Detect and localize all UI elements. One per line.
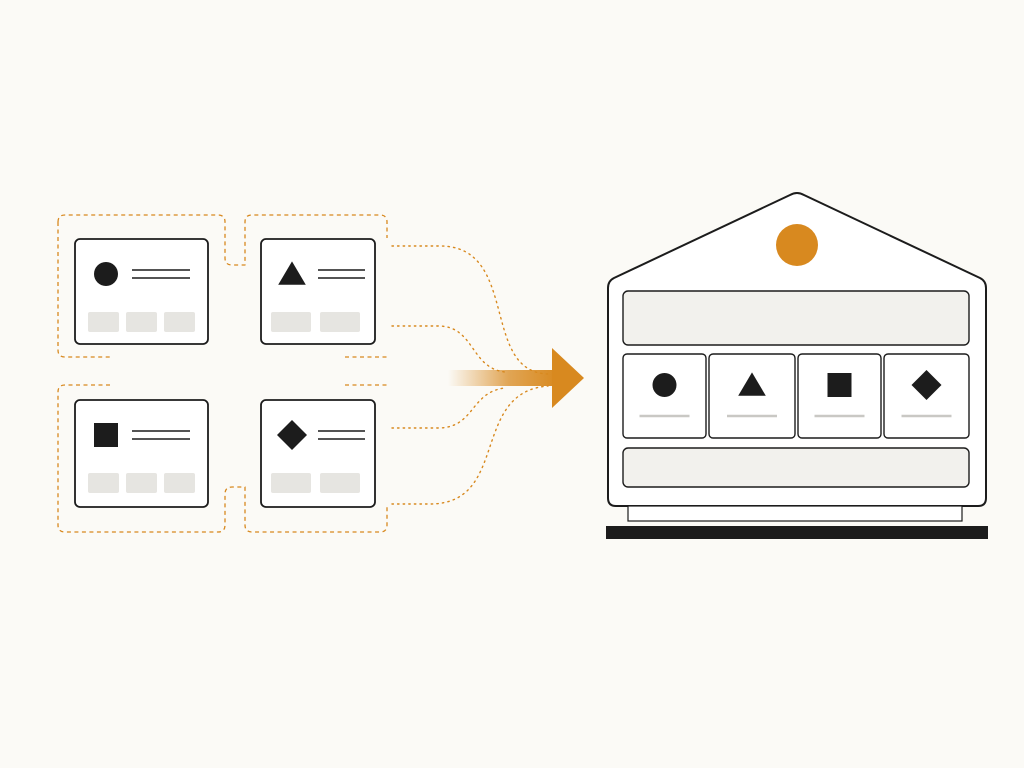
source-card-triangle <box>260 238 376 345</box>
dashed-grouping-outlines <box>57 214 388 533</box>
dotted-connector-3 <box>391 387 506 429</box>
diamond-icon <box>277 420 307 450</box>
target-hub <box>606 192 988 539</box>
card-placeholder-block <box>126 473 157 493</box>
arrow-shaft <box>448 370 558 386</box>
card-placeholder-block <box>320 312 360 332</box>
card-placeholder-block <box>271 312 311 332</box>
accent-dot <box>776 224 818 266</box>
dashed-outline-1 <box>57 214 388 266</box>
hub-tile-triangle <box>708 353 796 439</box>
tile-frame <box>708 353 796 439</box>
card-placeholder-block <box>88 473 119 493</box>
card-placeholder-block <box>271 473 311 493</box>
diamond-icon <box>911 370 942 400</box>
dotted-connector-1 <box>391 245 549 375</box>
card-placeholder-block <box>88 312 119 332</box>
hub-base-plinth <box>627 505 963 522</box>
card-placeholder-block <box>164 473 195 493</box>
dashed-outline-5 <box>57 384 388 533</box>
card-placeholder-block <box>126 312 157 332</box>
square-icon <box>94 423 118 447</box>
card-placeholder-block <box>320 473 360 493</box>
arrow-head <box>552 348 584 408</box>
hub-tile-square <box>797 353 882 439</box>
merge-arrow <box>448 348 584 408</box>
hub-header-bar <box>622 290 970 346</box>
triangle-icon <box>738 372 766 396</box>
dotted-connector-2 <box>391 325 506 373</box>
hub-tile-circle <box>622 353 707 439</box>
circle-icon <box>652 373 677 397</box>
card-placeholder-block <box>164 312 195 332</box>
dotted-connector-4 <box>391 385 549 505</box>
hub-footer-bar <box>622 447 970 488</box>
source-card-diamond <box>260 399 376 508</box>
circle-icon <box>94 262 118 286</box>
triangle-icon <box>278 261 306 285</box>
dotted-connector-lines <box>391 245 549 505</box>
hub-base-bar <box>606 526 988 539</box>
source-card-square <box>74 399 209 508</box>
square-icon <box>827 373 852 397</box>
source-cards <box>74 238 376 508</box>
dashed-outline-2 <box>57 222 110 358</box>
source-card-circle <box>74 238 209 345</box>
hub-tile-diamond <box>883 353 970 439</box>
